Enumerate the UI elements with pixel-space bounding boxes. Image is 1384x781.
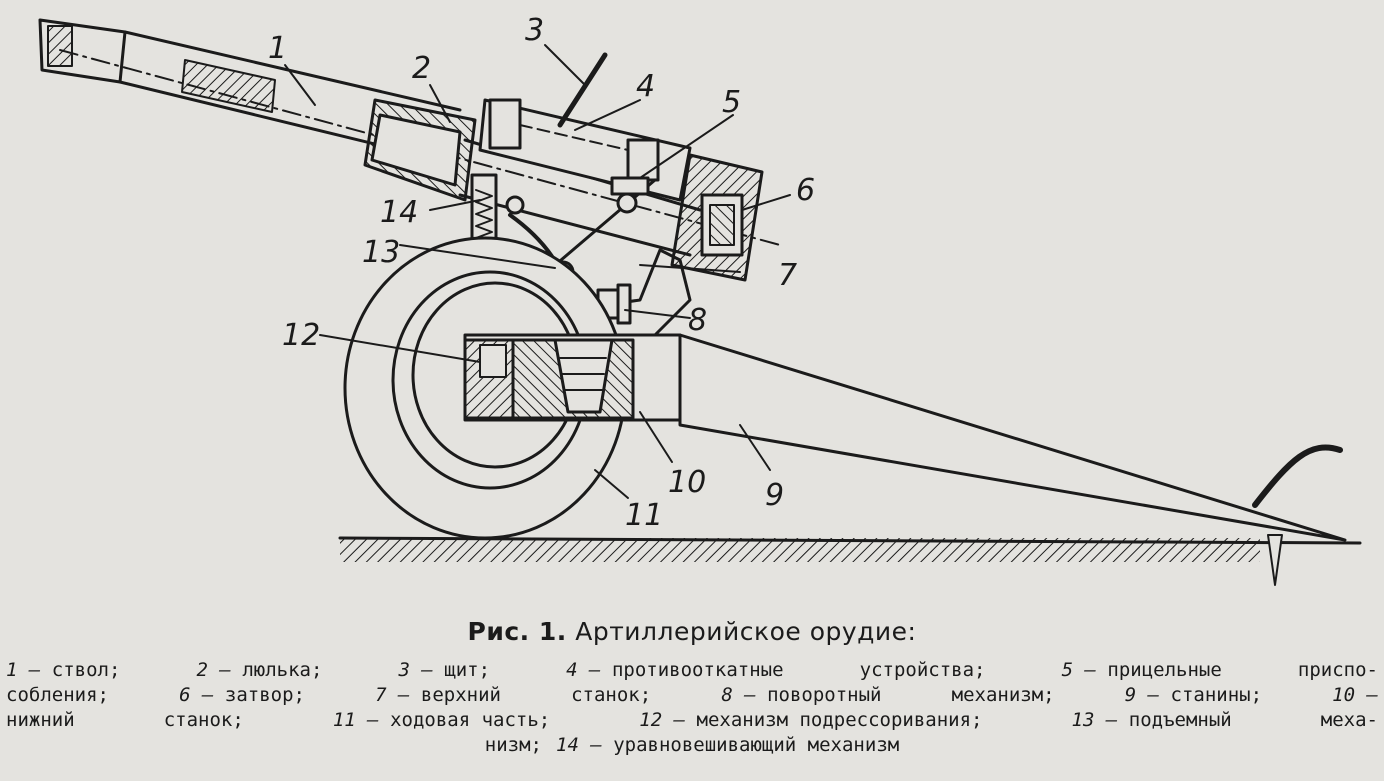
legend-text: поворотный: [767, 684, 882, 706]
label-7: 7: [778, 258, 797, 293]
legend-number: 2 —: [196, 659, 231, 681]
legend-number: 4 —: [566, 659, 601, 681]
legend-number: 12 —: [639, 709, 686, 731]
legend-number: 13 —: [1071, 709, 1118, 731]
leader-lines: [284, 44, 791, 499]
legend-number: 14 —: [556, 734, 602, 756]
trail: [678, 333, 1347, 586]
legend-entry: механизм;: [952, 683, 1055, 708]
legend-entry: 5 — прицельные: [1062, 658, 1222, 683]
legend-entry: меха-: [1321, 708, 1378, 733]
legend-number: 9 —: [1124, 684, 1160, 706]
breech: [670, 153, 764, 282]
label-13: 13: [362, 235, 400, 270]
legend-text: ходовая часть;: [390, 709, 551, 731]
legend-text: люлька;: [242, 659, 323, 681]
figure-title: Артиллерийское орудие:: [575, 617, 917, 646]
legend-number: 5 —: [1061, 659, 1096, 681]
legend-line: нижний станок; 11 — ходовая часть; 12 — мех…: [6, 708, 1378, 733]
label-6: 6: [796, 173, 815, 208]
legend-number: 3 —: [398, 659, 433, 681]
figure-legend: 1 — ствол; 2 — люлька; 3 — щит; 4 — противо…: [6, 658, 1378, 758]
label-11: 11: [625, 498, 663, 533]
legend-text: противооткатные: [611, 659, 784, 681]
legend-text: меха-: [1320, 709, 1378, 731]
legend-text: подъемный: [1128, 709, 1232, 731]
legend-entry: 12 — механизм подрессоривания;: [639, 708, 982, 733]
legend-entry: низм;: [485, 733, 542, 758]
legend-text: собления;: [6, 684, 109, 706]
legend-text: станок;: [163, 709, 244, 731]
legend-text: прицельные: [1107, 659, 1222, 681]
figure-caption-title: Рис. 1. Артиллерийское орудие:: [0, 617, 1384, 646]
legend-number: 7 —: [375, 684, 410, 706]
label-2: 2: [412, 51, 431, 86]
legend-number: 11 —: [332, 709, 379, 731]
legend-text: низм;: [484, 734, 542, 756]
label-5: 5: [722, 85, 741, 120]
legend-entry: нижний: [6, 708, 75, 733]
label-8: 8: [688, 303, 707, 338]
legend-text: механизм подрессоривания;: [696, 709, 983, 731]
legend-text: приспо-: [1297, 659, 1378, 681]
legend-text: станок;: [571, 684, 652, 706]
legend-entry: приспо-: [1298, 658, 1378, 683]
legend-entry: 9 — станины;: [1125, 683, 1262, 708]
legend-text: уравновешивающий механизм: [613, 734, 900, 756]
legend-line: собления; 6 — затвор; 7 — верхний станок; 8 …: [6, 683, 1378, 708]
legend-entry: 8 — поворотный: [721, 683, 881, 708]
lower-carriage: [463, 333, 682, 422]
label-1: 1: [268, 31, 287, 66]
legend-entry: собления;: [6, 683, 109, 708]
artillery-gun-diagram: 1 2 3 4 5 6 7 8 9 10 11 12 13 14: [38, 13, 1362, 586]
legend-entry: 14 — уравновешивающий механизм: [556, 733, 899, 758]
recoil-mechanism: [478, 98, 692, 202]
ground: [338, 536, 1362, 562]
legend-entry: устройства;: [860, 658, 986, 683]
legend-entry: 1 — ствол;: [6, 658, 120, 683]
figure-number: Рис. 1.: [467, 617, 567, 646]
legend-number: 1 —: [6, 659, 41, 681]
label-10: 10: [668, 465, 706, 500]
legend-entry: 13 — подъемный: [1072, 708, 1232, 733]
legend-text: щит;: [444, 659, 491, 681]
legend-text: верхний: [420, 684, 501, 706]
legend-entry: 7 — верхний: [375, 683, 501, 708]
sight: [610, 176, 650, 214]
legend-text: станины;: [1170, 684, 1263, 706]
label-4: 4: [636, 69, 655, 104]
shield: [557, 52, 608, 128]
legend-entry: 4 — противооткатные: [566, 658, 783, 683]
legend-number: 10 —: [1332, 684, 1378, 706]
legend-entry: 2 — люлька;: [197, 658, 323, 683]
legend-number: 8 —: [721, 684, 756, 706]
legend-text: устройства;: [859, 659, 986, 681]
label-9: 9: [765, 478, 784, 513]
legend-entry: станок;: [164, 708, 244, 733]
label-14: 14: [380, 195, 418, 230]
legend-number: 6 —: [179, 684, 214, 706]
legend-text: нижний: [6, 709, 75, 731]
legend-entry: станок;: [571, 683, 651, 708]
label-12: 12: [282, 318, 320, 353]
legend-text: механизм;: [951, 684, 1055, 706]
legend-entry: 10 —: [1332, 683, 1378, 708]
label-3: 3: [525, 13, 544, 48]
legend-entry: 3 — щит;: [399, 658, 491, 683]
legend-text: ствол;: [51, 659, 121, 681]
legend-text: затвор;: [224, 684, 305, 706]
legend-line: 1 — ствол; 2 — люлька; 3 — щит; 4 — противо…: [6, 658, 1378, 683]
legend-line: низм; 14 — уравновешивающий механизм: [6, 733, 1378, 758]
legend-entry: 11 — ходовая часть;: [333, 708, 550, 733]
legend-entry: 6 — затвор;: [179, 683, 305, 708]
